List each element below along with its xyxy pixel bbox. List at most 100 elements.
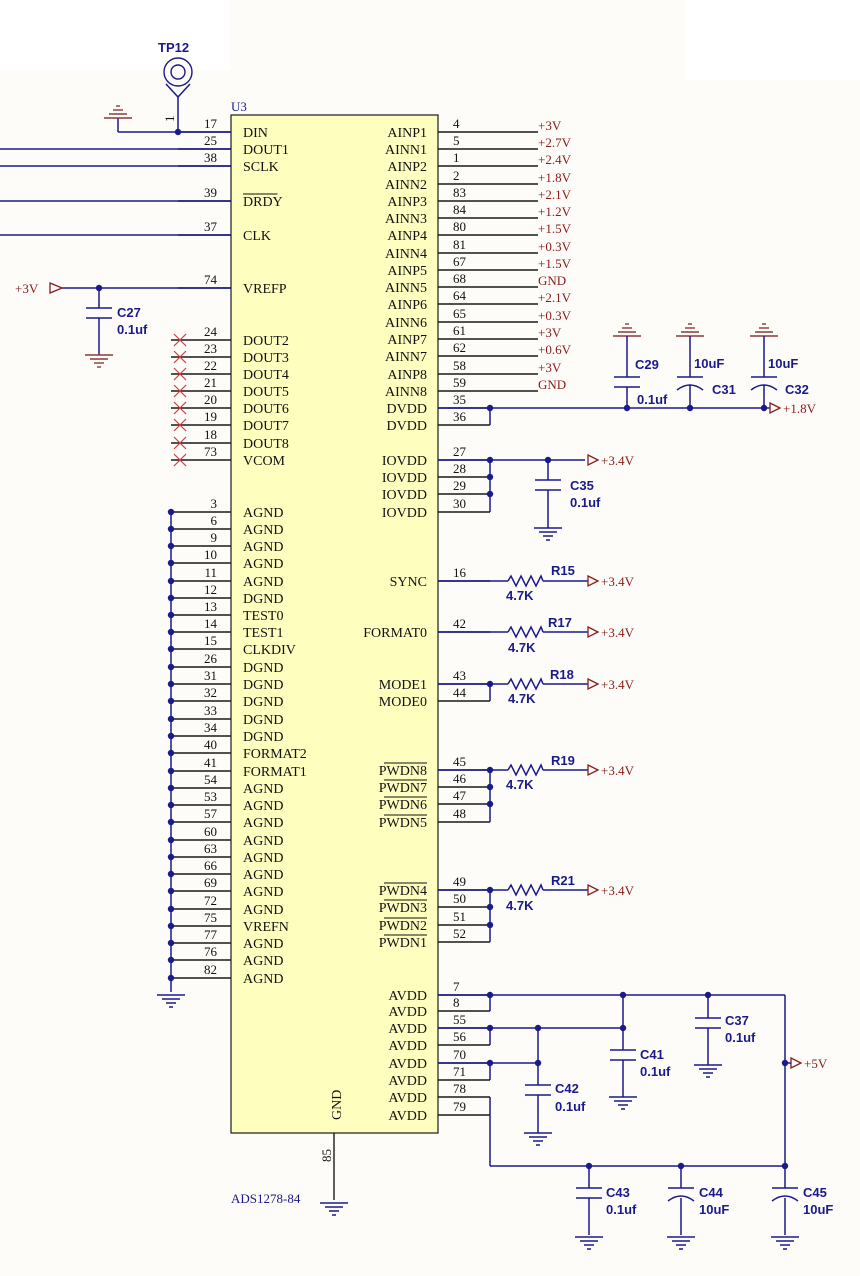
pin-name: MODE1 — [379, 678, 427, 693]
pin-number: 21 — [204, 375, 217, 390]
pin-number: 17 — [204, 116, 218, 131]
pin-number: 62 — [453, 340, 466, 355]
junction — [486, 1059, 494, 1067]
junction — [486, 903, 494, 911]
power-arrow-icon — [587, 453, 600, 467]
c43-ref: C43 — [606, 1185, 630, 1200]
power-port-3v: +3V — [15, 281, 64, 296]
pin-number: 9 — [211, 530, 218, 545]
pin-name: FORMAT1 — [243, 765, 307, 780]
capacitor-c29[interactable]: C29 0.1uf — [614, 343, 668, 408]
right-pin-group: 4AINP1+3V5AINN1+2.7V1AINP2+2.4V2AINN2+1.… — [363, 116, 571, 1124]
capacitor-c42[interactable]: C42 0.1uf — [525, 1081, 586, 1114]
resistor-r18[interactable]: R18 4.7K — [507, 667, 574, 706]
junction — [486, 680, 494, 688]
pin-name: AINP1 — [387, 126, 427, 141]
pin-number: 68 — [453, 271, 466, 286]
pin-name: PWDN3 — [379, 901, 427, 916]
c35-ref: C35 — [570, 478, 594, 493]
resistor-r15[interactable]: R15 4.7K — [506, 563, 575, 603]
junction — [486, 1024, 494, 1032]
pin-name: AGND — [243, 903, 283, 918]
pin-number: 64 — [453, 288, 467, 303]
pin-name: DRDY — [243, 195, 283, 210]
capacitor-c41[interactable]: C41 0.1uf — [610, 1047, 671, 1079]
pin-number: 42 — [453, 616, 466, 631]
pin-name: VREFP — [243, 282, 287, 297]
resistor-zigzag — [507, 883, 544, 897]
power-label-3v4: +3.4V — [601, 883, 635, 898]
pin-name: IOVDD — [382, 454, 427, 469]
pin-number: 36 — [453, 409, 467, 424]
resistor-r19[interactable]: R19 4.7K — [506, 753, 575, 792]
pin-name: IOVDD — [382, 488, 427, 503]
resistor-zigzag — [507, 763, 544, 777]
bg-patch — [685, 0, 860, 80]
junction — [486, 404, 494, 412]
pin-number: 57 — [204, 806, 218, 821]
pin-name: AGND — [243, 782, 283, 797]
junction — [781, 1162, 789, 1170]
pin-name: FORMAT2 — [243, 747, 307, 762]
pin-number: 45 — [453, 754, 466, 769]
capacitor-c43[interactable]: C43 0.1uf — [576, 1185, 637, 1217]
pin-name: AVDD — [388, 1039, 427, 1054]
net-label: +1.8V — [538, 170, 572, 185]
power-port-3v4-iovdd: +3.4V — [587, 453, 635, 468]
power-arrow-icon — [587, 763, 600, 777]
junction — [534, 1059, 542, 1067]
pin-name: DOUT5 — [243, 385, 289, 400]
left-pin-group: 17DIN25DOUT138SCLK39DRDY37CLK74VREFP24DO… — [167, 116, 307, 987]
pin-number: 67 — [453, 254, 467, 269]
net-label: +1.5V — [538, 256, 572, 271]
net-label: +3V — [538, 118, 562, 133]
pin-name: AVDD — [388, 1091, 427, 1106]
gnd-pin-number: 85 — [319, 1149, 334, 1162]
capacitor-c32[interactable]: 10uF C32 — [750, 343, 809, 408]
junction — [544, 456, 552, 464]
power-arrow-icon — [587, 677, 600, 691]
power-label-5v: +5V — [804, 1056, 828, 1071]
pin-number: 1 — [453, 150, 460, 165]
junction — [619, 991, 627, 999]
pin-number: 77 — [204, 927, 218, 942]
net-label: +3V — [538, 360, 562, 375]
pin-number: 27 — [453, 444, 467, 459]
resistor-r17[interactable]: R17 4.7K — [507, 615, 572, 655]
pin-number: 25 — [204, 133, 217, 148]
capacitor-c37[interactable]: C37 0.1uf — [695, 1013, 756, 1045]
pin-name: AINN7 — [385, 350, 427, 365]
pin-number: 10 — [204, 547, 217, 562]
resistor-r21[interactable]: R21 4.7K — [506, 873, 575, 913]
capacitor-c44[interactable]: C44 10uF — [667, 1185, 729, 1217]
pin-name: AINP8 — [387, 368, 427, 383]
capacitor-c45[interactable]: C45 10uF — [771, 1185, 833, 1217]
pin-number: 73 — [204, 444, 217, 459]
capacitor-c35[interactable]: C35 0.1uf — [535, 478, 601, 510]
pin-number: 80 — [453, 219, 466, 234]
pin-number: 30 — [453, 496, 466, 511]
pin-number: 49 — [453, 874, 466, 889]
pin-number: 71 — [453, 1064, 466, 1079]
junction — [585, 1162, 593, 1170]
testpoint-tp12[interactable]: TP12 1 — [158, 40, 193, 122]
resistor-zigzag — [507, 574, 544, 588]
net-label: GND — [538, 273, 566, 288]
pin-name: DOUT3 — [243, 351, 289, 366]
capacitor-c27[interactable]: C27 0.1uf — [86, 305, 148, 337]
cap-plate-curved — [771, 1195, 799, 1202]
power-port-3v4-r21: +3.4V — [587, 883, 635, 898]
power-arrow-icon — [587, 625, 600, 639]
capacitor-c31[interactable]: 10uF C31 — [676, 343, 736, 408]
